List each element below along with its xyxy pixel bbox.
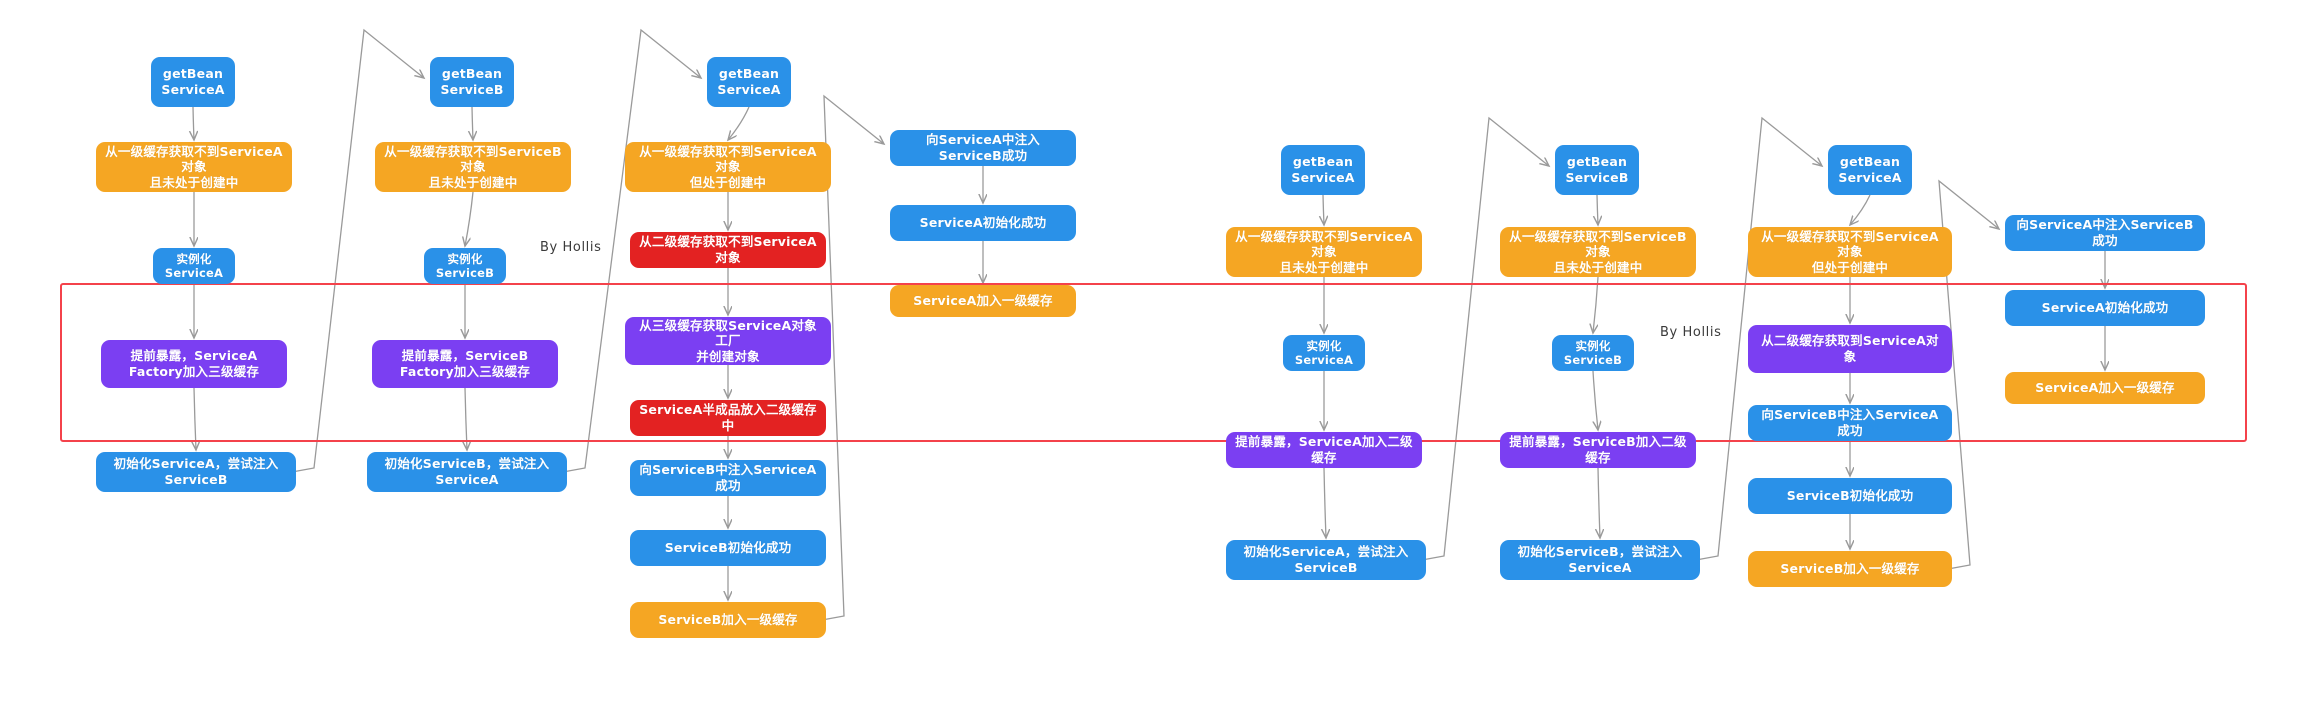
flow-node-label: 提前暴露，ServiceA加入二级缓存	[1235, 434, 1413, 465]
author-annotation: By Hollis	[1660, 325, 1722, 340]
flow-node-label: 从一级缓存获取不到ServiceA对象且未处于创建中	[1235, 228, 1413, 275]
flow-node-c4n2[interactable]: ServiceA初始化成功	[890, 205, 1076, 241]
flow-node-label: 从一级缓存获取不到ServiceA对象但处于创建中	[639, 143, 817, 190]
flow-node-label: ServiceB初始化成功	[664, 540, 792, 556]
flow-node-c5n2[interactable]: 从一级缓存获取不到ServiceA对象且未处于创建中	[1226, 227, 1422, 277]
flow-node-label: ServiceA加入一级缓存	[913, 293, 1053, 309]
flow-node-label: ServiceA初始化成功	[919, 215, 1047, 231]
flow-node-label: ServiceA初始化成功	[2041, 300, 2169, 316]
flow-node-c1n2[interactable]: 从一级缓存获取不到ServiceA对象且未处于创建中	[96, 142, 292, 192]
flow-node-c7n6[interactable]: ServiceB加入一级缓存	[1748, 551, 1952, 587]
edge-c1n1-to-c1n2	[193, 106, 194, 140]
flow-node-c2n5[interactable]: 初始化ServiceB，尝试注入ServiceA	[367, 452, 567, 492]
flow-node-c3n5[interactable]: ServiceA半成品放入二级缓存中	[630, 400, 826, 436]
flow-node-c2n2[interactable]: 从一级缓存获取不到ServiceB对象且未处于创建中	[375, 142, 571, 192]
flow-node-c3n8[interactable]: ServiceB加入一级缓存	[630, 602, 826, 638]
flow-node-label: 实例化ServiceB	[1563, 338, 1623, 367]
flow-node-c8n2[interactable]: ServiceA初始化成功	[2005, 290, 2205, 326]
flow-node-c6n4[interactable]: 提前暴露，ServiceB加入二级缓存	[1500, 432, 1696, 468]
flow-node-label: 从一级缓存获取不到ServiceB对象且未处于创建中	[384, 143, 562, 190]
flow-node-c5n3[interactable]: 实例化ServiceA	[1283, 335, 1365, 371]
flow-node-c6n3[interactable]: 实例化ServiceB	[1552, 335, 1634, 371]
flow-node-c1n3[interactable]: 实例化ServiceA	[153, 248, 235, 284]
flow-node-label: 实例化ServiceA	[1294, 338, 1354, 367]
flow-node-label: 实例化ServiceA	[164, 251, 224, 280]
flow-node-c3n2[interactable]: 从一级缓存获取不到ServiceA对象但处于创建中	[625, 142, 831, 192]
flow-node-label: 从二级缓存获取到ServiceA对象	[1761, 333, 1939, 364]
flow-node-label: 从一级缓存获取不到ServiceB对象且未处于创建中	[1509, 228, 1687, 275]
flow-node-label: 向ServiceA中注入ServiceB成功	[2016, 217, 2194, 248]
flow-node-label: 向ServiceA中注入ServiceB成功	[925, 132, 1041, 163]
flow-node-label: 向ServiceB中注入ServiceA成功	[639, 462, 817, 493]
flow-node-label: 从三级缓存获取ServiceA对象工厂并创建对象	[639, 317, 817, 364]
flow-node-label: ServiceB加入一级缓存	[1780, 561, 1920, 577]
flow-node-label: 实例化ServiceB	[435, 251, 495, 280]
edge-c5n4-to-c5n5	[1324, 467, 1326, 538]
flow-node-c8n3[interactable]: ServiceA加入一级缓存	[2005, 372, 2205, 404]
edge-c5n1-to-c5n2	[1323, 194, 1324, 225]
flow-node-c6n2[interactable]: 从一级缓存获取不到ServiceB对象且未处于创建中	[1500, 227, 1696, 277]
edge-c2n1-to-c2n2	[472, 106, 473, 140]
author-annotation: By Hollis	[540, 240, 602, 255]
flow-node-label: ServiceB加入一级缓存	[658, 612, 798, 628]
flow-node-c4n3[interactable]: ServiceA加入一级缓存	[890, 285, 1076, 317]
flow-node-label: 从一级缓存获取不到ServiceA对象但处于创建中	[1761, 228, 1939, 275]
flow-node-label: 初始化ServiceB，尝试注入ServiceA	[1517, 544, 1683, 575]
flow-node-c3n6[interactable]: 向ServiceB中注入ServiceA成功	[630, 460, 826, 496]
flow-node-c2n3[interactable]: 实例化ServiceB	[424, 248, 506, 284]
flow-node-label: 初始化ServiceA，尝试注入ServiceB	[1243, 544, 1409, 575]
edge-c7n1-to-c7n2	[1850, 194, 1871, 225]
edge-c6n1-to-c6n2	[1597, 194, 1598, 225]
flow-node-label: 从一级缓存获取不到ServiceA对象且未处于创建中	[105, 143, 283, 190]
flow-node-label: ServiceA加入一级缓存	[2035, 380, 2175, 396]
flow-node-c7n2[interactable]: 从一级缓存获取不到ServiceA对象但处于创建中	[1748, 227, 1952, 277]
flow-node-label: 提前暴露，ServiceB加入二级缓存	[1509, 434, 1687, 465]
flow-node-label: 向ServiceB中注入ServiceA成功	[1761, 407, 1939, 438]
flow-node-c3n4[interactable]: 从三级缓存获取ServiceA对象工厂并创建对象	[625, 317, 831, 365]
flow-node-label: 从二级缓存获取不到ServiceA对象	[639, 234, 817, 265]
flow-node-c3n7[interactable]: ServiceB初始化成功	[630, 530, 826, 566]
flow-node-c7n4[interactable]: 向ServiceB中注入ServiceA成功	[1748, 405, 1952, 441]
edge-c2n2-to-c2n3	[465, 191, 474, 246]
highlight-rectangle-1	[60, 283, 2247, 442]
edge-c3n1-to-c3n2	[728, 106, 750, 140]
flow-node-label: ServiceB初始化成功	[1786, 488, 1914, 504]
flow-node-c8n1[interactable]: 向ServiceA中注入ServiceB成功	[2005, 215, 2205, 251]
flow-node-label: ServiceA半成品放入二级缓存中	[639, 402, 817, 433]
flow-node-c1n5[interactable]: 初始化ServiceA，尝试注入ServiceB	[96, 452, 296, 492]
flow-node-c7n5[interactable]: ServiceB初始化成功	[1748, 478, 1952, 514]
edge-c6n4-to-c6n5	[1598, 467, 1600, 538]
flow-node-c6n5[interactable]: 初始化ServiceB，尝试注入ServiceA	[1500, 540, 1700, 580]
flow-node-c4n1[interactable]: 向ServiceA中注入ServiceB成功	[890, 130, 1076, 166]
flow-node-c7n3[interactable]: 从二级缓存获取到ServiceA对象	[1748, 325, 1952, 373]
flow-node-label: 初始化ServiceA，尝试注入ServiceB	[113, 456, 279, 487]
flow-node-c3n3[interactable]: 从二级缓存获取不到ServiceA对象	[630, 232, 826, 268]
flow-node-c5n4[interactable]: 提前暴露，ServiceA加入二级缓存	[1226, 432, 1422, 468]
flow-node-label: 初始化ServiceB，尝试注入ServiceA	[384, 456, 550, 487]
flow-node-c5n5[interactable]: 初始化ServiceA，尝试注入ServiceB	[1226, 540, 1426, 580]
